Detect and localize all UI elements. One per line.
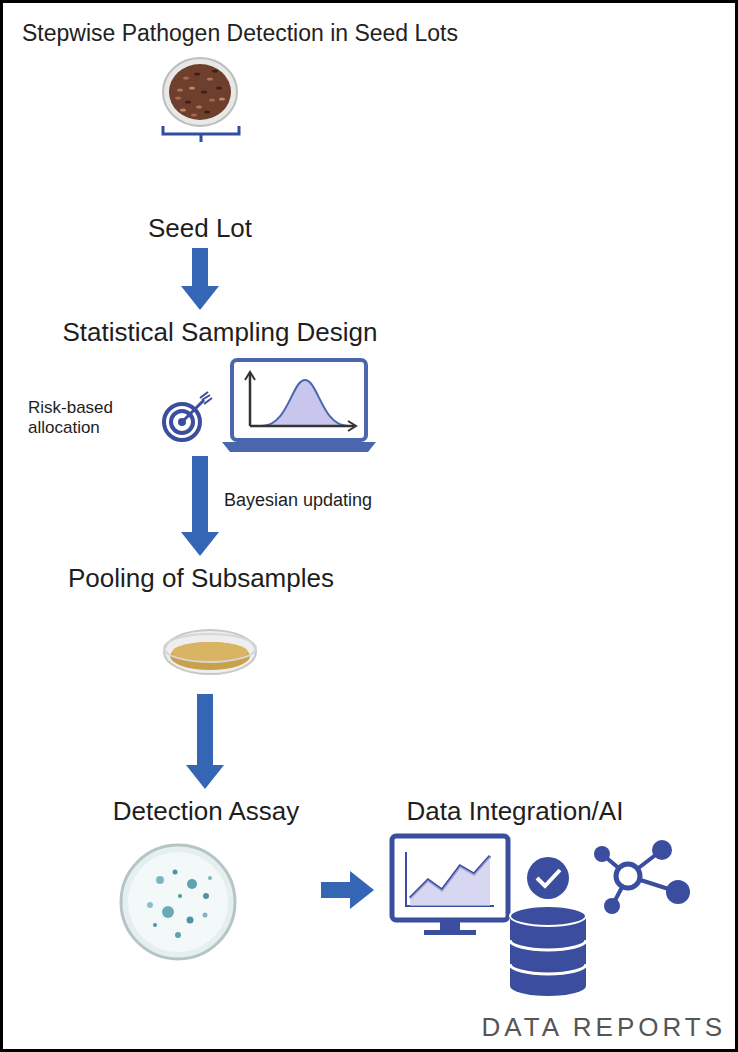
step-node: Detection Assay xyxy=(95,795,317,827)
flow-arrow xyxy=(321,871,374,909)
target-icon xyxy=(164,392,212,440)
step-label: Data Integration/AI xyxy=(407,795,624,827)
flow-arrow xyxy=(181,248,219,310)
pooled-dish xyxy=(164,630,256,674)
annotation: Risk-based allocation xyxy=(28,398,146,439)
seed-dish xyxy=(163,58,237,126)
annotation: Bayesian updating xyxy=(224,490,464,512)
bracket xyxy=(163,126,239,142)
flow-arrow xyxy=(181,456,219,556)
step-node: Pooling of Subsamples xyxy=(40,562,362,690)
step-node: Data Integration/AI xyxy=(378,795,652,827)
step-label: Detection Assay xyxy=(113,795,299,827)
step-node: Seed Lot xyxy=(120,212,280,244)
footer-label: DATA REPORTS xyxy=(482,1012,727,1043)
petri-dish xyxy=(121,845,235,959)
step-label: Statistical Sampling Design xyxy=(62,316,377,348)
step-label: Pooling of Subsamples xyxy=(68,562,334,594)
step-label: Seed Lot xyxy=(148,212,252,244)
laptop-chart xyxy=(222,360,376,452)
data-icons xyxy=(392,836,690,996)
diagram-title: Stepwise Pathogen Detection in Seed Lots xyxy=(22,20,458,47)
flow-arrow xyxy=(186,694,224,789)
